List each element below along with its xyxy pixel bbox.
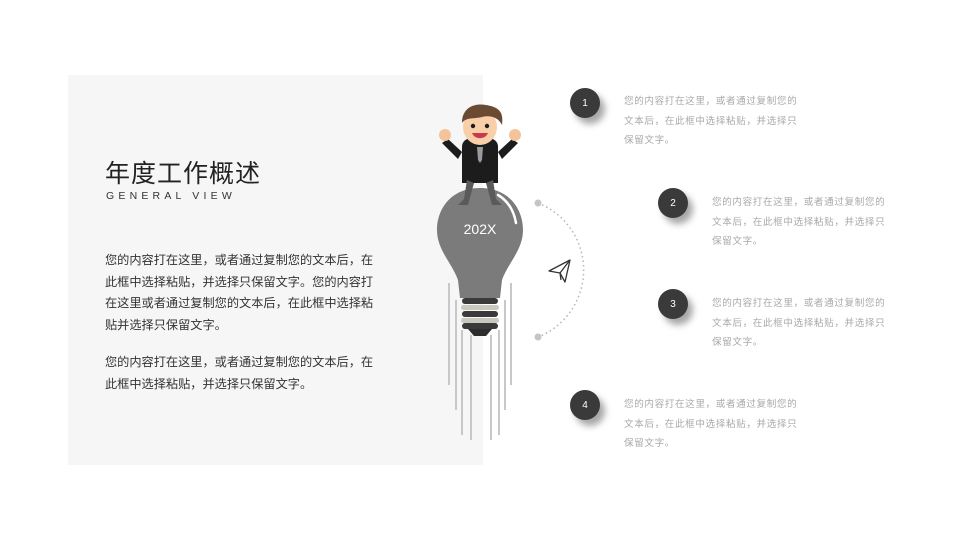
step-4-badge: 4	[570, 390, 600, 420]
lightbulb-icon	[437, 188, 523, 336]
body-paragraph-1: 您的内容打在这里，或者通过复制您的文本后，在此框中选择粘贴，并选择只保留文字。您…	[105, 253, 374, 332]
paper-plane-icon	[548, 259, 571, 283]
arc-end-dot	[534, 333, 542, 341]
arc-start-dot	[534, 199, 542, 207]
step-4-text: 您的内容打在这里，或者通过复制您的文本后，在此框中选择粘贴，并选择只保留文字。	[624, 399, 798, 449]
step-2-badge: 2	[658, 188, 688, 218]
step-1-badge: 1	[570, 88, 600, 118]
bulb-year-label: 202X	[464, 221, 497, 237]
body-paragraph-2: 您的内容打在这里，或者通过复制您的文本后，在此框中选择粘贴，并选择只保留文字。	[105, 355, 374, 391]
overview-card	[68, 75, 483, 465]
businessman-icon	[439, 104, 521, 205]
illustration: 202X	[420, 95, 620, 475]
page-subtitle: GENERAL VIEW	[106, 190, 236, 202]
page-title: 年度工作概述	[105, 159, 262, 188]
step-3-text: 您的内容打在这里，或者通过复制您的文本后，在此框中选择粘贴，并选择只保留文字。	[712, 298, 886, 348]
step-3-badge: 3	[658, 289, 688, 319]
step-1-text: 您的内容打在这里，或者通过复制您的文本后，在此框中选择粘贴，并选择只保留文字。	[624, 96, 798, 146]
speed-lines-icon	[448, 283, 512, 440]
step-2-text: 您的内容打在这里，或者通过复制您的文本后，在此框中选择粘贴，并选择只保留文字。	[712, 197, 886, 247]
